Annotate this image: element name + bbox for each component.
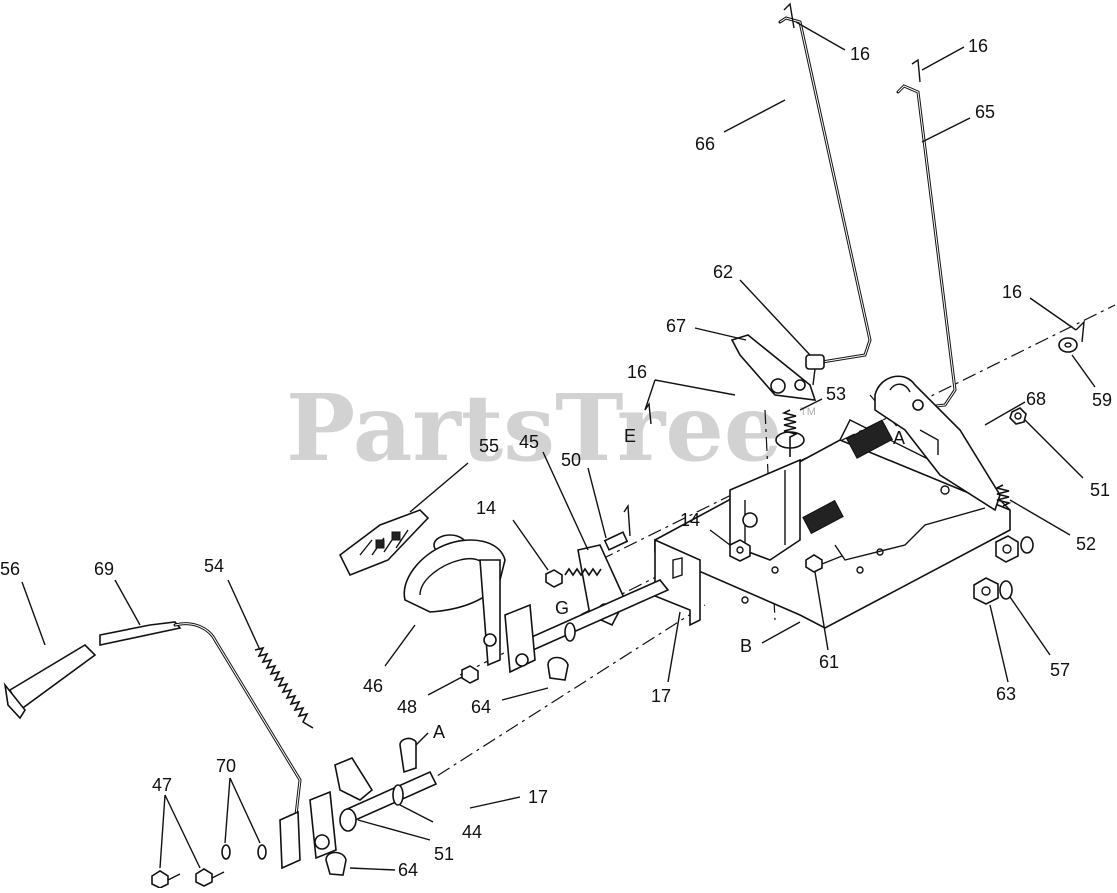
callout-65: 65 <box>975 102 995 122</box>
callout-62: 62 <box>713 262 733 282</box>
cotter-pin-16-c <box>1075 320 1085 343</box>
callout-61: 61 <box>819 652 839 672</box>
rod-66 <box>778 16 872 364</box>
callout-53: 53 <box>826 384 846 404</box>
nut-48 <box>461 665 479 684</box>
pin-e <box>623 503 631 537</box>
callout-17-center: 17 <box>651 686 671 706</box>
pedal-pad-55 <box>338 509 430 577</box>
handle-69 <box>99 621 302 817</box>
rod-65 <box>896 84 957 412</box>
callout-16-top-right: 16 <box>968 36 988 56</box>
callout-59: 59 <box>1092 390 1112 410</box>
pin-50 <box>603 531 629 551</box>
cotter-pin-16-a <box>783 2 795 29</box>
nut-14-center <box>729 539 751 562</box>
center-bracket <box>729 458 801 561</box>
callout-44: 44 <box>462 822 482 842</box>
clip-64-lower <box>325 851 347 876</box>
watermark-trademark: TM <box>800 406 816 418</box>
washer-57 <box>999 536 1034 600</box>
callout-48: 48 <box>397 697 417 717</box>
washers-70 <box>221 844 267 860</box>
callout-16-right: 16 <box>1002 282 1022 302</box>
watermark-brand: PartsTree <box>286 374 782 482</box>
callout-70: 70 <box>216 756 236 776</box>
callout-55: 55 <box>479 436 499 456</box>
spring-54 <box>254 646 314 729</box>
callout-63: 63 <box>996 684 1016 704</box>
callout-54: 54 <box>204 556 224 576</box>
nut-51-lower <box>339 808 357 832</box>
nut-14-left <box>545 569 563 588</box>
washer-59 <box>1058 337 1078 353</box>
callout-56: 56 <box>0 559 20 579</box>
callout-14-left: 14 <box>476 498 496 518</box>
spring-52 <box>994 484 1012 507</box>
callout-66: 66 <box>695 134 715 154</box>
letter-g: G <box>555 598 569 618</box>
bolt-61 <box>805 554 843 573</box>
callout-16-top-left: 16 <box>850 44 870 64</box>
callout-64-center: 64 <box>471 697 491 717</box>
arm-67 <box>730 334 817 401</box>
centerline-lower <box>414 604 706 791</box>
letter-e: E <box>624 426 636 446</box>
link-plate <box>483 603 536 674</box>
callout-50: 50 <box>561 450 581 470</box>
letter-a-lower: A <box>433 722 445 742</box>
letter-a-upper: A <box>893 428 905 448</box>
centerline-upper <box>599 304 1116 561</box>
callout-14-center: 14 <box>680 510 700 530</box>
callout-16-center: 16 <box>627 362 647 382</box>
callout-17-lower: 17 <box>528 787 548 807</box>
bracket-68 <box>874 375 1001 512</box>
reference-letters: E A G B A <box>433 426 905 742</box>
clip-64-upper <box>547 656 569 681</box>
callout-47: 47 <box>152 775 172 795</box>
callout-52: 52 <box>1076 534 1096 554</box>
spring-53 <box>781 409 799 457</box>
leader-lines <box>21 21 1096 871</box>
lower-bracket <box>279 757 374 870</box>
clip-a <box>399 737 417 774</box>
cotter-pin-16-b <box>911 58 921 83</box>
bolts-47 <box>151 868 225 889</box>
callout-45: 45 <box>519 432 539 452</box>
callout-67: 67 <box>666 316 686 336</box>
nut-63 <box>973 535 1019 605</box>
callout-57: 57 <box>1050 660 1070 680</box>
letter-b: B <box>740 636 752 656</box>
callout-51-right: 51 <box>1090 480 1110 500</box>
callout-69: 69 <box>94 559 114 579</box>
callout-51-lower: 51 <box>434 844 454 864</box>
bolt-62 <box>805 354 825 386</box>
grip-56 <box>3 643 97 720</box>
callout-68: 68 <box>1026 389 1046 409</box>
spring-45 <box>564 567 602 577</box>
link-wire <box>834 507 986 561</box>
nut-51-upper <box>1009 407 1027 425</box>
callout-64-lower: 64 <box>398 860 418 880</box>
callout-46: 46 <box>363 676 383 696</box>
callout-labels: 16 16 66 65 62 67 16 59 68 16 53 50 45 5… <box>0 36 1112 880</box>
